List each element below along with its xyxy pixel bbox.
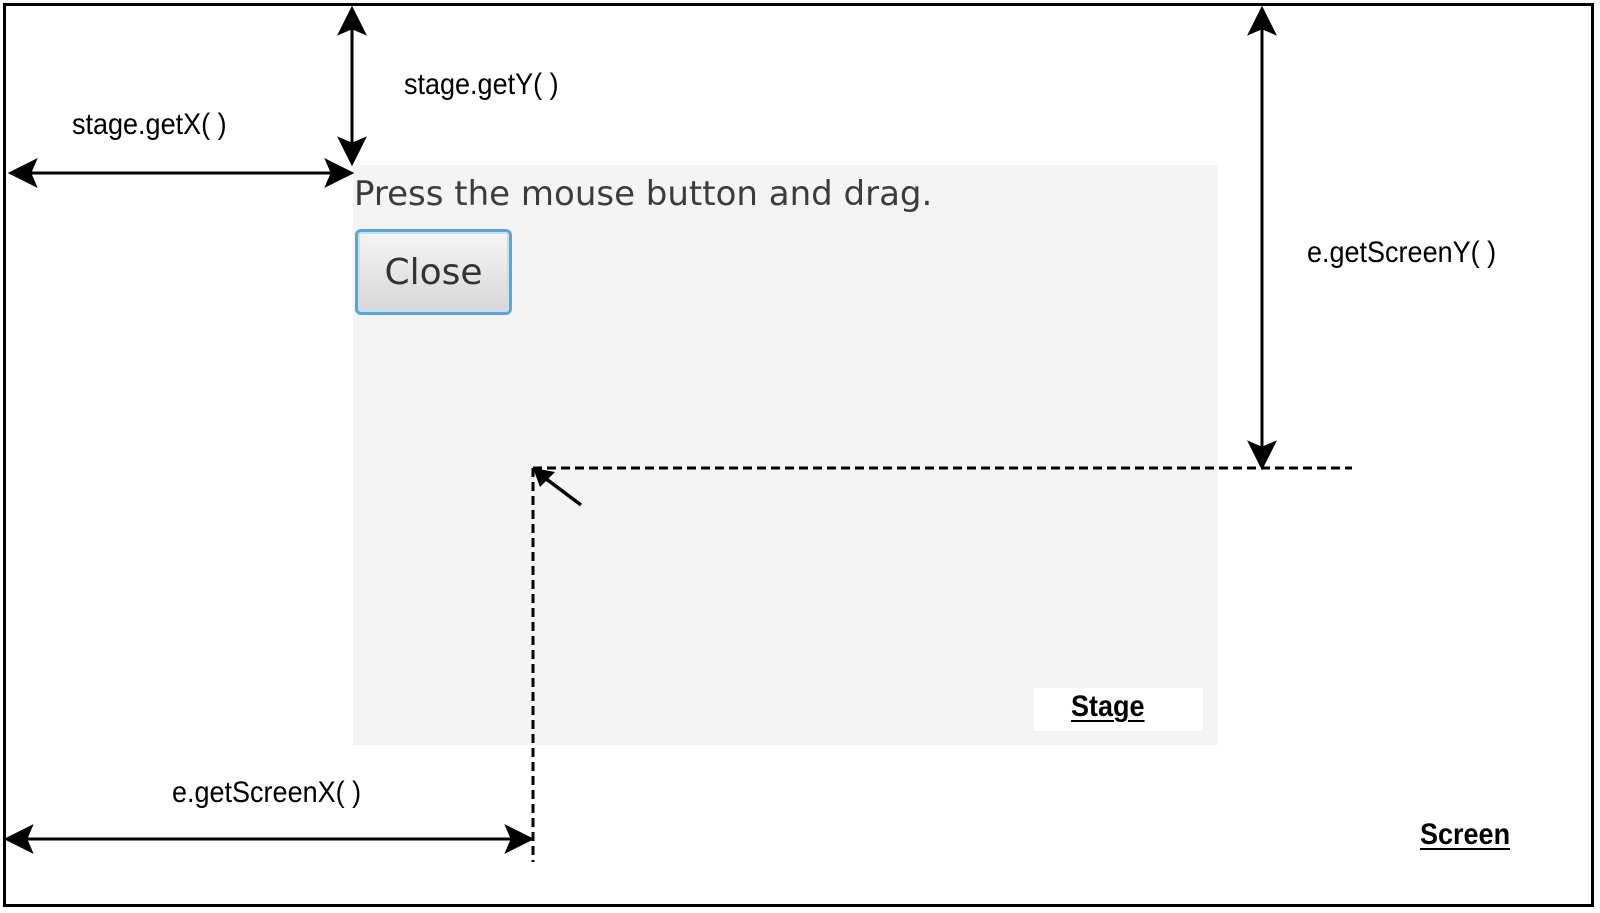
- stage-message: Press the mouse button and drag.: [354, 174, 933, 214]
- screen-label: Screen: [1420, 818, 1511, 851]
- stage-getx-label: stage.getX( ): [72, 108, 227, 141]
- stage-gety-label: stage.getY( ): [404, 68, 559, 101]
- stage-label-background: [1034, 688, 1203, 731]
- screen-x-label: e.getScreenX( ): [172, 776, 362, 809]
- screen-y-label: e.getScreenY( ): [1307, 236, 1497, 269]
- stage-label: Stage: [1071, 690, 1145, 723]
- close-button[interactable]: Close: [355, 229, 512, 315]
